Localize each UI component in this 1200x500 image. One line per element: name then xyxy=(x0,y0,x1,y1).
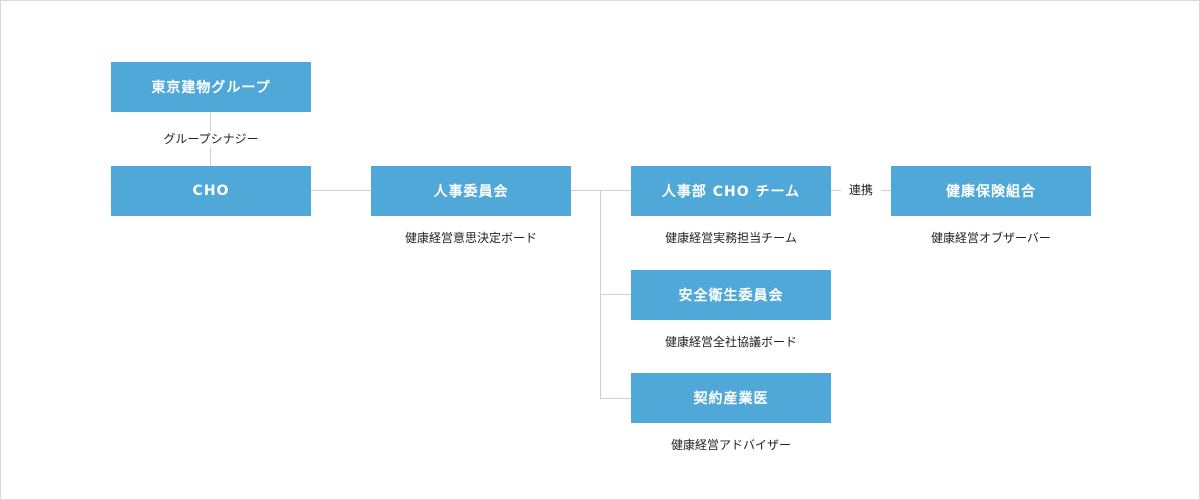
node-tatemono-group: 東京建物グループ xyxy=(111,62,311,112)
group-synergy-label: グループシナジー xyxy=(141,131,281,147)
node-cho: CHO xyxy=(111,166,311,216)
partnership-label: 連携 xyxy=(841,182,881,198)
caption-hr-cho-team: 健康経営実務担当チーム xyxy=(665,231,797,245)
caption-hr-committee: 健康経営意思決定ボード xyxy=(404,231,537,245)
connector-committee-trunk xyxy=(571,190,631,191)
caption-contract-doctor: 健康経営アドバイザー xyxy=(670,438,791,452)
node-hr-committee: 人事委員会 xyxy=(371,166,571,216)
caption-health-insurance: 健康経営オブザーバー xyxy=(931,231,1051,245)
node-hr-cho-team: 人事部 CHO チーム xyxy=(631,166,831,216)
node-safety-committee: 安全衛生委員会 xyxy=(631,270,831,320)
node-health-insurance: 健康保険組合 xyxy=(891,166,1091,216)
caption-safety-committee: 健康経営全社協議ボード xyxy=(664,335,797,349)
connector-trunk-doctor xyxy=(600,398,631,399)
connector-trunk-safety xyxy=(600,294,631,295)
connector-cho-committee xyxy=(311,190,371,191)
node-contract-doctor: 契約産業医 xyxy=(631,373,831,423)
